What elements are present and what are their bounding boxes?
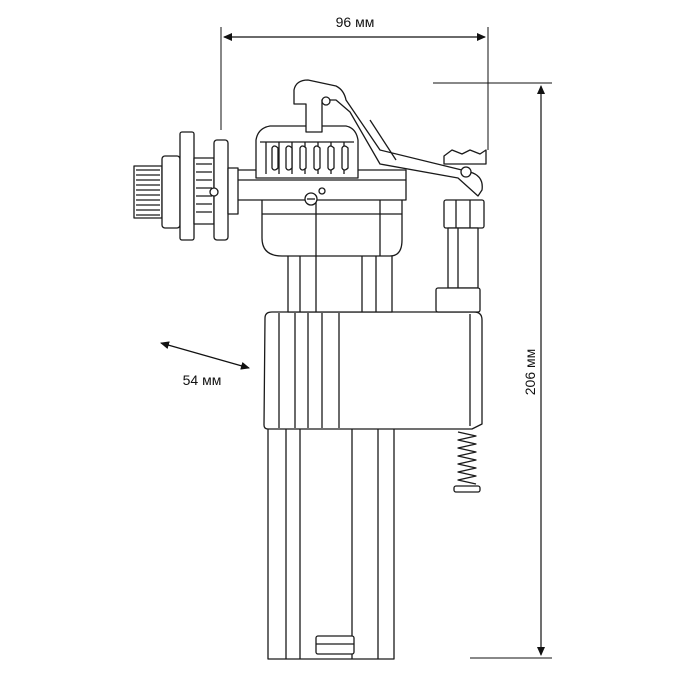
float-box bbox=[263, 311, 483, 430]
adjust-knob bbox=[443, 149, 487, 178]
height-label: 206 мм bbox=[522, 349, 538, 396]
depth-dimension-line bbox=[160, 341, 250, 370]
upper-tube bbox=[287, 251, 393, 313]
cap-nut bbox=[255, 125, 359, 179]
valve-head bbox=[235, 169, 407, 257]
float-rod bbox=[435, 199, 485, 313]
height-dimension: 206 мм bbox=[433, 82, 552, 659]
depth-label: 54 мм bbox=[183, 372, 222, 388]
adjust-spring bbox=[453, 431, 481, 493]
depth-dimension: 54 мм bbox=[160, 341, 250, 388]
inlet-shank bbox=[133, 131, 239, 241]
fill-valve bbox=[133, 79, 487, 660]
width-label: 96 мм bbox=[336, 14, 375, 30]
lower-tube bbox=[267, 424, 395, 660]
lever-arm bbox=[293, 79, 483, 197]
width-dimension: 96 мм bbox=[220, 14, 489, 150]
